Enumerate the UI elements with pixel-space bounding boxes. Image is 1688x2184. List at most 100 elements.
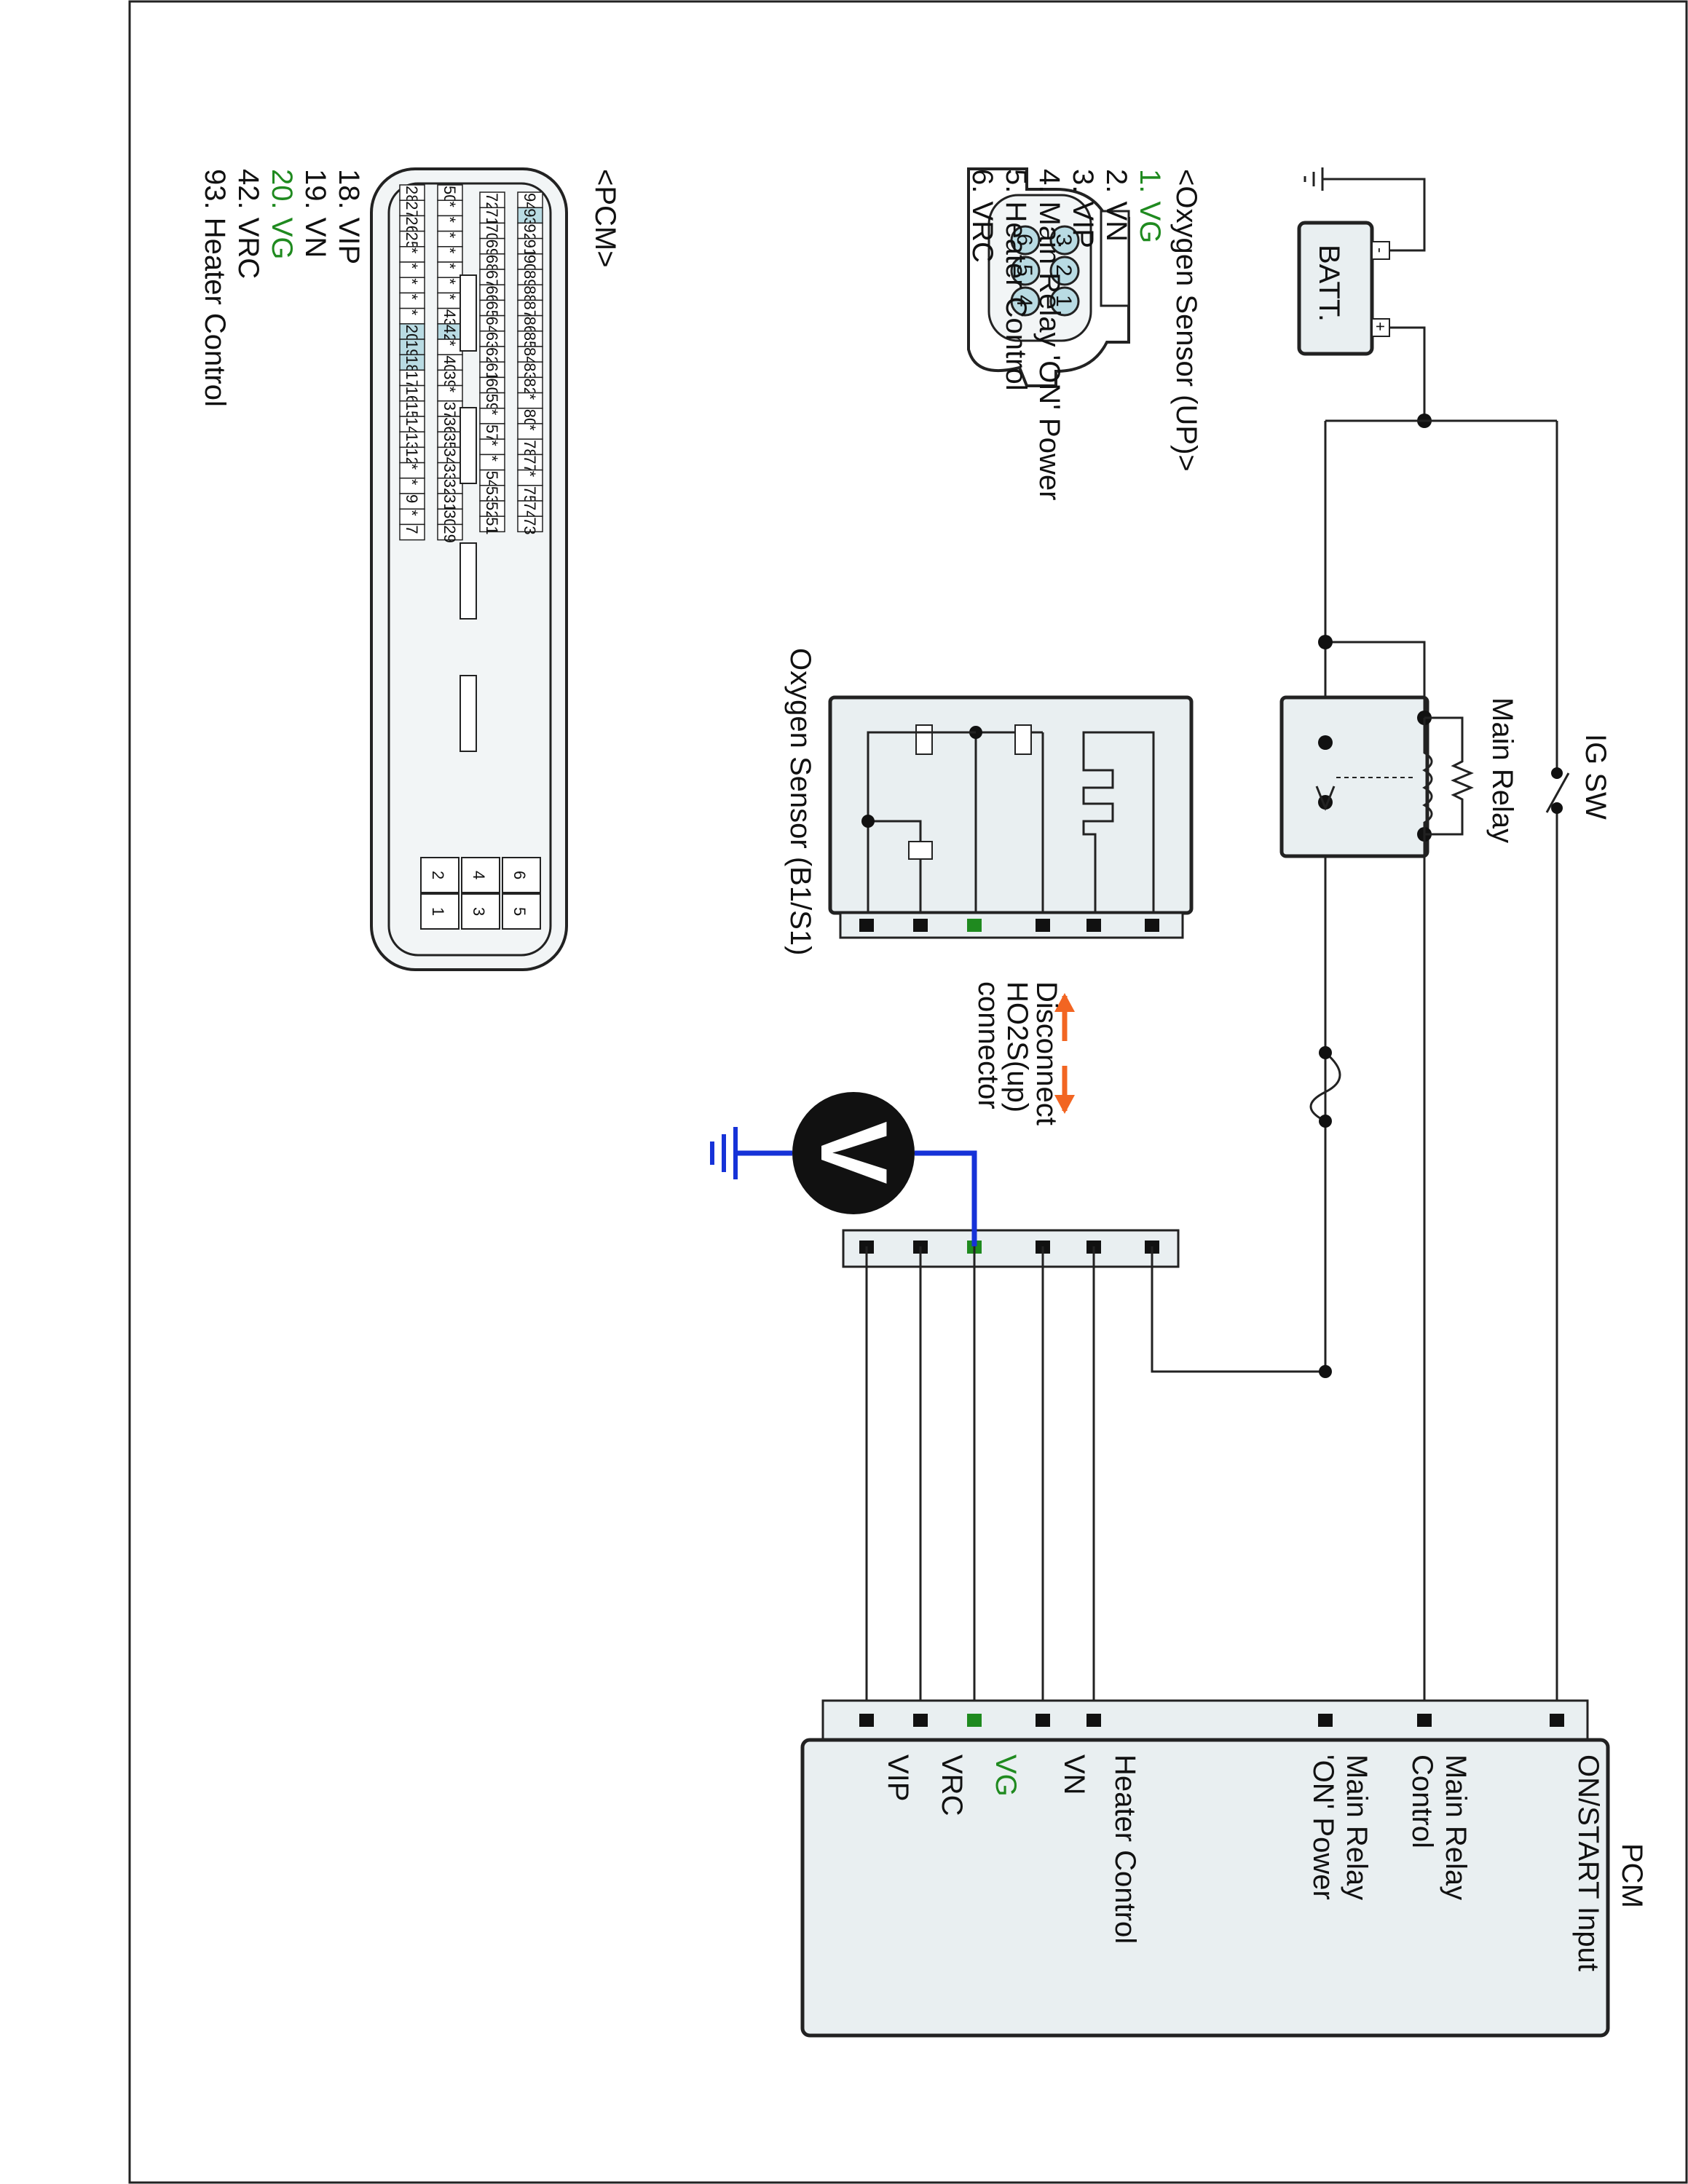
pcm-terminal-label: Heater Control (1109, 1754, 1141, 1944)
pcm-terminal-pin (1036, 1714, 1050, 1727)
pcm-pin-cell-label: * (441, 293, 459, 300)
oxygen-sensor-pin-label: 4. Main Relay 'ON' Power (1033, 169, 1065, 500)
pcm-pin-cell-label: * (521, 471, 539, 478)
pcm-small-pin-cell (461, 893, 500, 930)
pcm-terminal-pin (859, 1714, 874, 1727)
pcm-pin-cell-label: * (441, 340, 459, 347)
pcm-pin-cell-label: * (403, 263, 421, 269)
oxygen-sensor-face-pin (1049, 256, 1080, 286)
disconnect-label-line: Disconnect (1030, 981, 1062, 1125)
pcm-pin-cell-label: * (403, 248, 421, 254)
pcm-small-pin-cell (461, 857, 500, 893)
pcm-terminal-label: Main Relay (1341, 1754, 1373, 1900)
voltmeter-symbol: V (801, 1121, 907, 1184)
main-relay: Main Relay (1279, 635, 1518, 1718)
battery: BATT. - + (1297, 221, 1390, 356)
oxygen-sensor-pin-label: 2. VN (1100, 169, 1132, 242)
oxygen-sensor-face-pin-label: 3 (1052, 234, 1076, 246)
pcm-pin-cell-label: * (521, 394, 539, 400)
pcm-pin-grid: 94939291908988878685848382*80*7877*75747… (399, 184, 543, 543)
pcm-small-pin-label: 6 (510, 871, 529, 879)
pcm-terminal-label: Control (1406, 1754, 1438, 1848)
pcm-pin-label: 42. VRC (232, 169, 264, 279)
pcm-pin-cell-label: * (403, 479, 421, 486)
pcm-small-pin-label: 2 (429, 871, 447, 879)
pcm-module-title: PCM (1616, 1843, 1648, 1908)
ig-sw-label: IG SW (1579, 734, 1612, 820)
oxygen-sensor-face-pin-label: 2 (1052, 264, 1076, 277)
oxygen-sensor-pin-label: 1. VG (1134, 169, 1166, 243)
oxygen-sensor-connector-face: 1 2 3 4 5 6 (967, 167, 1130, 387)
pcm-pin-cell-label: * (483, 455, 501, 462)
voltmeter: V (710, 1092, 977, 1246)
disconnect-label-line: HO2S(up) (1001, 981, 1033, 1112)
pcm-pin-cell-label: * (521, 424, 539, 431)
oxygen-sensor-face-pin (1049, 286, 1080, 317)
pcm-pin-table: 94939291908988878685848382*80*7877*75747… (370, 167, 568, 971)
pcm-pin-cell (479, 515, 505, 533)
pcm-terminal-pin (913, 1714, 928, 1727)
pcm-pin-label: 18. VIP (333, 169, 365, 264)
pcm-terminal-label: ON/START Input (1572, 1754, 1604, 1971)
oxygen-sensor-terminal (859, 919, 874, 932)
oxygen-sensor-face-pin (1010, 286, 1041, 317)
pcm-terminal-label: Main Relay (1440, 1754, 1472, 1900)
oxygen-sensor-terminal (967, 919, 982, 932)
oxygen-sensor-face-pin-label: 4 (1012, 295, 1036, 307)
main-relay-label: Main Relay (1486, 697, 1518, 843)
oxygen-sensor-face-pin-label: 6 (1012, 234, 1036, 246)
pcm-small-pin-cell (502, 857, 541, 893)
oxygen-sensor-face-pin (1049, 225, 1080, 256)
pcm-pin-cell-label: 9 (403, 494, 421, 503)
disconnect-label-line: connector (972, 981, 1004, 1109)
pcm-pin-cell-label: * (441, 201, 459, 207)
oxygen-sensor-terminal (913, 919, 928, 932)
oxygen-sensor-pin-label: 3. VIP (1067, 169, 1099, 248)
pcm-small-pin-cell (420, 893, 460, 930)
pcm-small-pin-label: 1 (429, 907, 447, 916)
harness-connector (842, 1229, 1180, 1268)
pcm-pin-cell (399, 523, 425, 541)
pcm-terminal-pin (1318, 1714, 1333, 1727)
pcm-terminal-pin (1086, 1714, 1101, 1727)
pcm-terminal-pin (967, 1714, 982, 1727)
oxygen-sensor-pin-label: 6. VRC (966, 169, 998, 263)
pcm-pin-cell-label: * (441, 278, 459, 285)
pcm-pin-cell-label: 73 (521, 517, 539, 534)
pcm-small-pin-label: 3 (470, 907, 488, 916)
pcm-pin-cell-label: * (441, 248, 459, 254)
svg-text:+: + (1371, 322, 1389, 331)
oxygen-sensor-face-pin-label: 5 (1012, 264, 1036, 277)
pcm-terminal-label: 'ON' Power (1307, 1754, 1339, 1900)
oxygen-sensor-face-pin-label: 1 (1052, 295, 1076, 307)
oxygen-sensor-b1s1-label: Oxygen Sensor (B1/S1) (784, 648, 816, 955)
oxygen-sensor-terminal (1086, 919, 1101, 932)
oxygen-sensor-up-title: <Oxygen Sensor (UP)> (1170, 169, 1202, 472)
pcm-terminal-label: VN (1058, 1754, 1090, 1795)
oxygen-sensor-pin-label: 5. Heater Control (1000, 169, 1032, 391)
pcm-pin-cell-label: * (403, 309, 421, 316)
pcm-pin-cell-label: 7 (403, 525, 421, 534)
battery-label: BATT. (1313, 245, 1345, 322)
pcm-pin-cell-label: * (441, 263, 459, 269)
pcm-terminal-label: VRC (936, 1754, 968, 1816)
pcm-pin-cell-label: * (403, 510, 421, 516)
pcm-pin-cell-label: * (403, 293, 421, 300)
svg-text:-: - (1371, 248, 1389, 253)
oxygen-sensor-terminal (1036, 919, 1050, 932)
oxygen-sensor-face-pin (1010, 256, 1041, 286)
pcm-terminal-pin (1417, 1714, 1432, 1727)
pcm-pin-label: 19. VN (299, 169, 331, 258)
pcm-terminal-label: VG (990, 1754, 1022, 1797)
pcm-pin-cell-label: * (403, 464, 421, 470)
pcm-pin-cell-label: 51 (483, 517, 501, 534)
oxygen-sensor-b1s1: Oxygen Sensor (B1/S1) (784, 648, 1194, 955)
pcm-pin-label: 93. Heater Control (199, 169, 231, 407)
pcm-pin-label: 20. VG (266, 169, 298, 260)
page-frame (128, 0, 1688, 2184)
pcm-pin-cell-label: * (403, 278, 421, 285)
pcm-terminal-label: VIP (882, 1754, 914, 1801)
